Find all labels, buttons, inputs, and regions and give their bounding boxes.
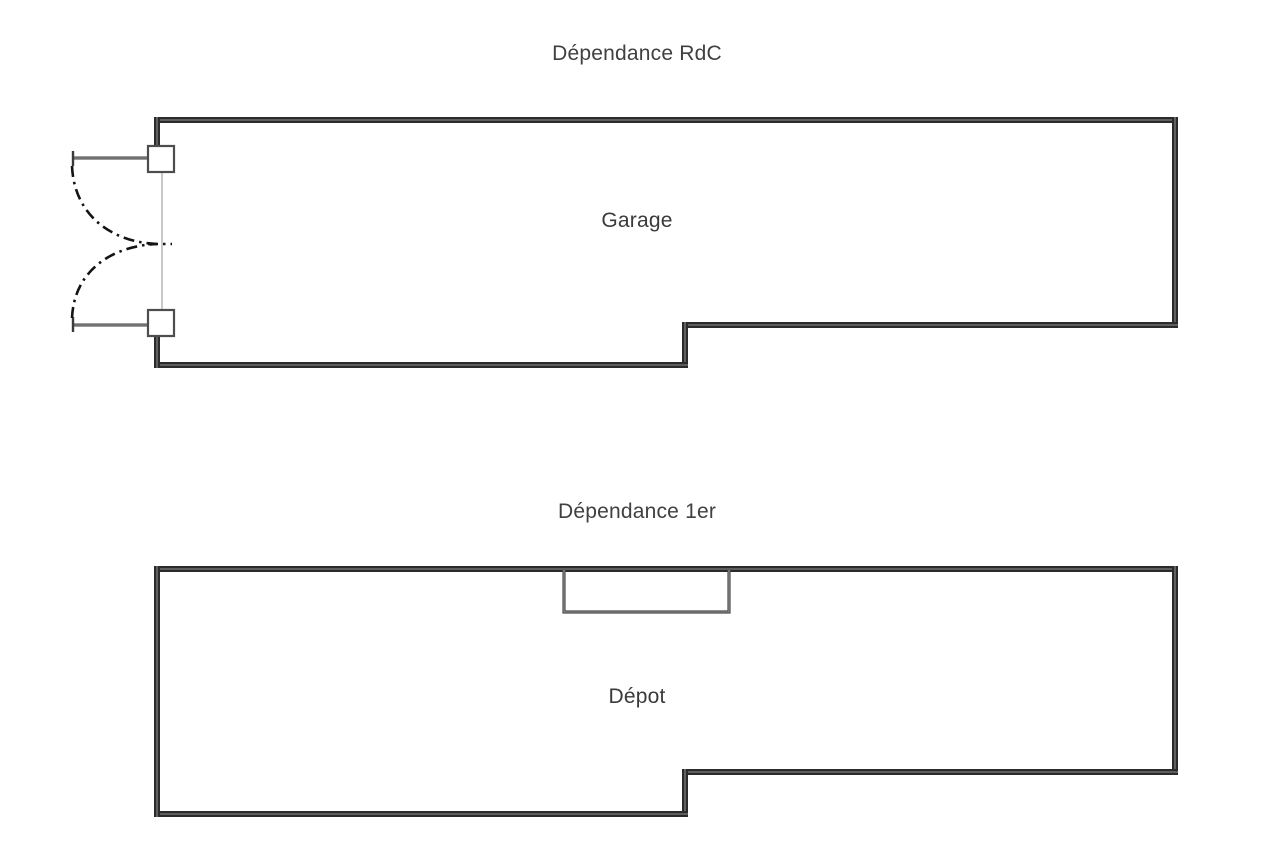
room-label-depot: Dépot bbox=[608, 685, 666, 708]
room-label-garage: Garage bbox=[601, 209, 673, 232]
rdc-door-swing-arcs bbox=[70, 165, 172, 319]
rdc-door-leaf-upper bbox=[71, 151, 150, 166]
plan-title-rdc: Dépendance RdC bbox=[552, 42, 722, 65]
rdc-door-jamb-upper bbox=[146, 144, 176, 174]
plan-title-1er: Dépendance 1er bbox=[557, 500, 717, 523]
plan-rdc-geometry bbox=[70, 117, 1178, 368]
rdc-door-jamb-lower bbox=[146, 308, 176, 338]
depot-stairwell-opening bbox=[562, 570, 731, 614]
rdc-door-leaf-lower bbox=[71, 317, 150, 332]
plan-1er-geometry bbox=[154, 566, 1178, 817]
